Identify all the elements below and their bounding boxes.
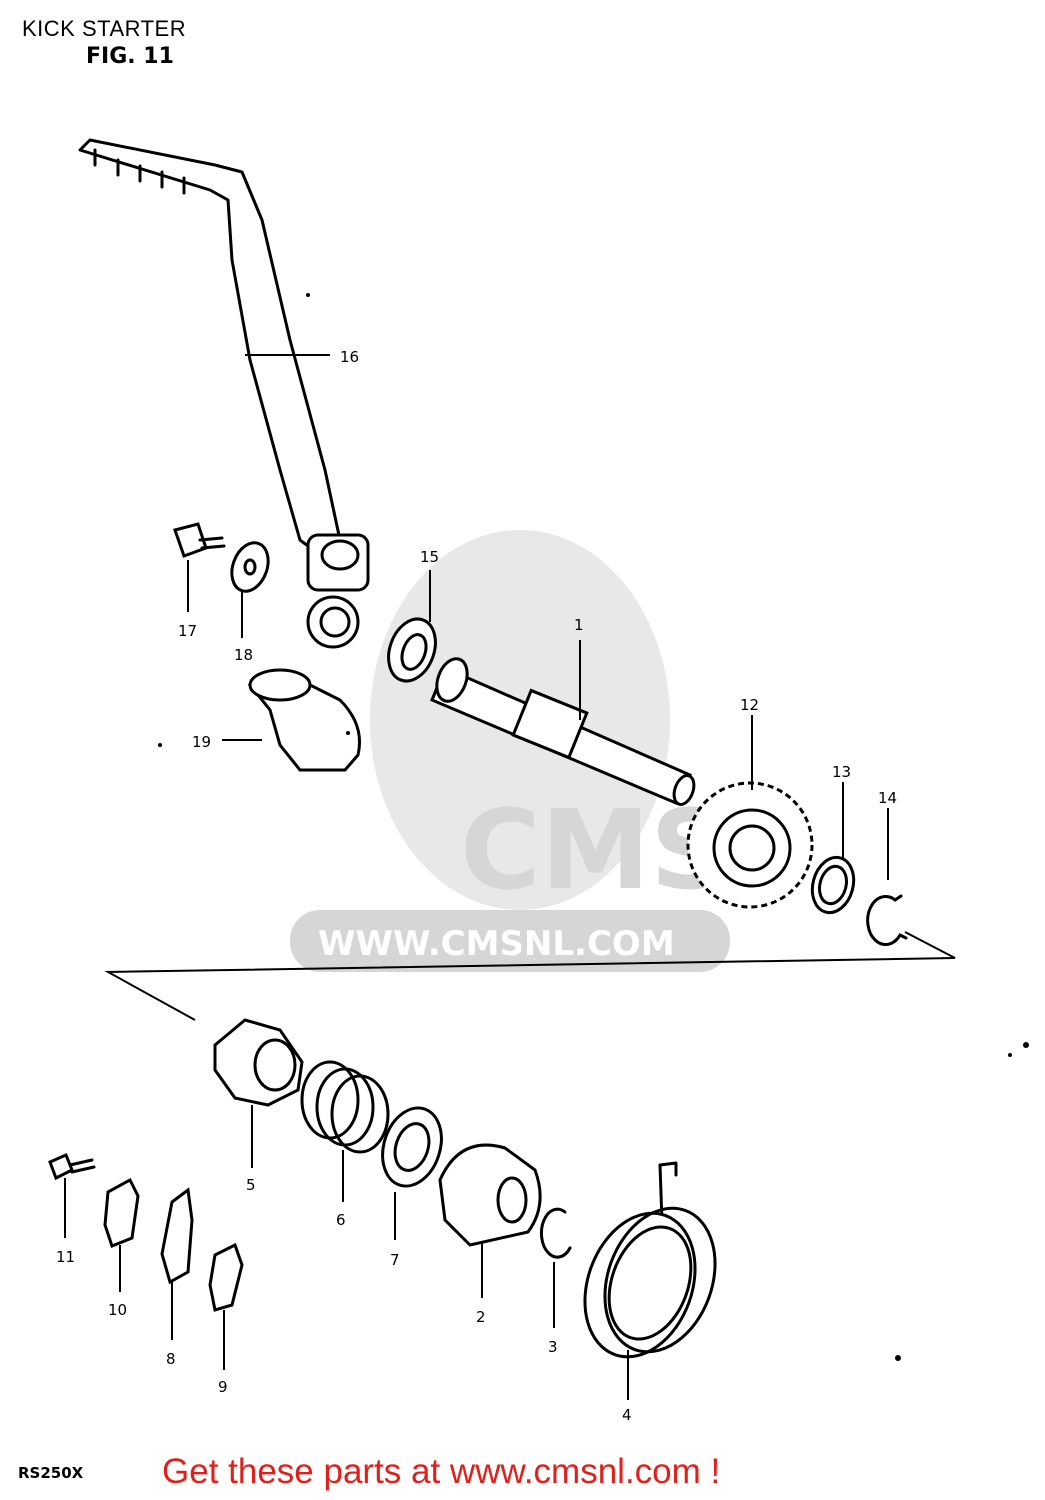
part-label-13: 13 [832,763,851,781]
part-label-2: 2 [476,1308,486,1326]
part-18-washer [230,541,270,593]
assembly-axis-lines [104,640,956,1021]
part-15-oil-seal [387,617,437,683]
figure-number: FIG. 11 [86,44,174,69]
part-label-8: 8 [166,1350,176,1368]
part-16-kick-lever [78,138,370,649]
part-4-return-spring [583,1161,717,1359]
part-label-10: 10 [108,1301,127,1319]
part-3-circlip [539,1207,572,1259]
part-label-19: 19 [192,733,211,751]
part-13-washer [810,855,856,915]
part-6-spring [300,1060,390,1154]
part-label-5: 5 [246,1176,256,1194]
part-label-16: 16 [340,348,359,366]
watermark-logo-text: CMS [460,786,729,914]
diagram-title: KICK STARTER [22,16,187,41]
part-label-6: 6 [336,1211,346,1229]
part-label-17: 17 [178,622,197,640]
part-label-15: 15 [420,548,439,566]
scan-specks [158,293,1029,1361]
part-label-3: 3 [548,1338,558,1356]
part-9-stopper [208,1242,244,1312]
model-code: RS250X [18,1464,84,1482]
part-10-plate [103,1177,140,1248]
part-label-18: 18 [234,646,253,664]
part-label-11: 11 [56,1248,75,1266]
part-8-plate [160,1187,194,1285]
part-labels: 16 17 18 19 15 12 13 14 5 6 7 2 3 4 11 1… [56,348,897,1424]
part-11-bolt [48,1153,96,1181]
promo-link[interactable]: Get these parts at www.cmsnl.com ! [162,1452,721,1491]
part-1-shaft [430,657,696,806]
part-7-washer [381,1106,443,1188]
part-17-bolt [173,522,226,558]
part-label-1: 1 [574,616,584,634]
part-label-4: 4 [622,1406,632,1424]
part-label-12: 12 [740,696,759,714]
leader-lines [64,354,889,1400]
part-label-14: 14 [878,789,897,807]
part-14-circlip [866,894,908,946]
part-label-9: 9 [218,1378,228,1396]
part-19-boot [247,668,361,772]
part-label-7: 7 [390,1251,400,1269]
part-2-pawl [438,1143,542,1247]
watermark-url-text: WWW.CMSNL.COM [318,924,675,964]
part-5-guide [213,1018,304,1107]
part-12-gear [686,781,814,909]
